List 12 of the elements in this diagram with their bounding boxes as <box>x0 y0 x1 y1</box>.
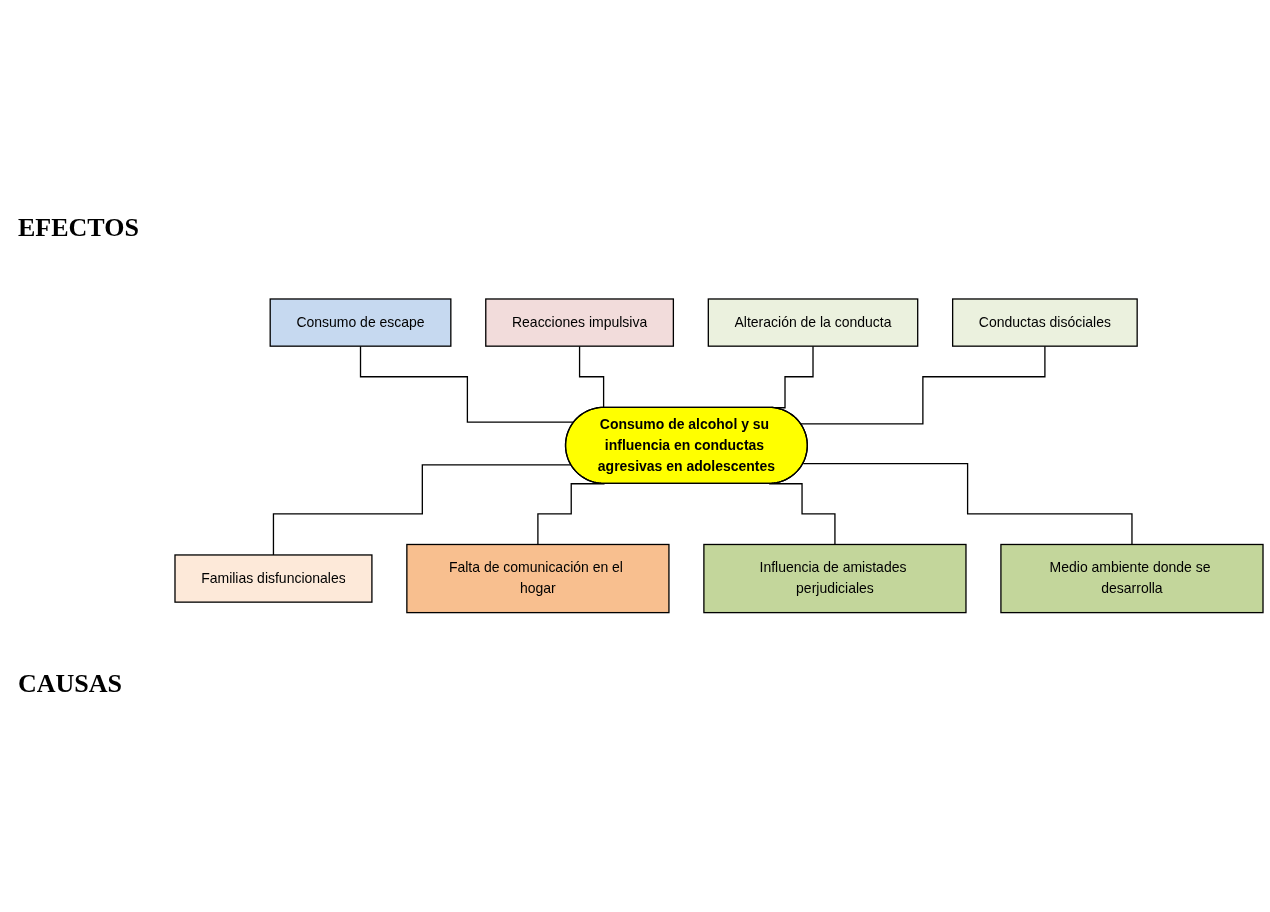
node-box: Familias disfuncionales <box>174 554 373 603</box>
node-box: Consumo de escape <box>269 298 452 347</box>
section-label: CAUSAS <box>18 669 124 699</box>
connector <box>802 463 1133 546</box>
node-box: Reacciones impulsiva <box>485 298 675 347</box>
node-box: Falta de comunicación en el hogar <box>406 544 670 614</box>
node-box: Conductas disóciales <box>952 298 1138 347</box>
connector <box>800 345 1046 425</box>
section-label: EFECTOS <box>18 213 140 243</box>
node-box: Medio ambiente donde se desarrolla <box>1000 544 1264 614</box>
node-box: Alteración de la conducta <box>707 298 919 347</box>
node-box: Influencia de amistades perjudiciales <box>703 544 967 614</box>
